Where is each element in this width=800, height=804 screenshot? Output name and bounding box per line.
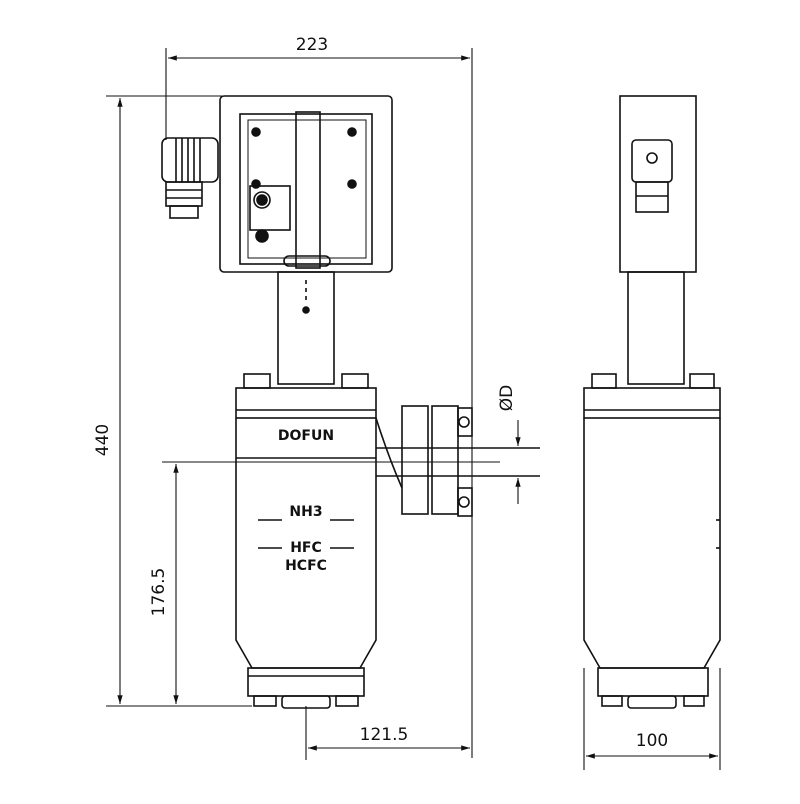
brand-label: DOFUN: [278, 428, 334, 444]
dim-pipe-offset: 121.5: [360, 725, 409, 745]
micro-switch: [249, 185, 291, 231]
switch-box-inner: [239, 113, 373, 265]
bolt: [243, 373, 271, 389]
pipe-flange-left: [401, 405, 429, 515]
dimension-texts: 223 440 176.5 121.5 100 ØD: [93, 35, 668, 751]
cable-gland: [165, 181, 203, 207]
refrigerant-label-hfc: HFC: [290, 540, 322, 556]
body-labels: DOFUN NH3 HFC HCFC: [278, 428, 334, 574]
dim-overall-width: 223: [296, 35, 328, 55]
stem: [277, 271, 335, 385]
dim-side-width: 100: [636, 731, 668, 751]
refrigerant-label-nh3: NH3: [289, 504, 322, 520]
dimension-lines: [106, 48, 721, 770]
side-view: [583, 95, 721, 709]
top-flange: [235, 387, 377, 419]
side-connector: [631, 139, 673, 183]
rod-foot: [283, 255, 331, 267]
side-stem: [627, 271, 685, 385]
side-top-flange: [583, 387, 721, 419]
connector-plug: [161, 137, 219, 183]
front-view: [161, 95, 540, 709]
switch-rod: [295, 111, 321, 269]
dim-centerline-height: 176.5: [149, 568, 169, 617]
switch-plate: [247, 119, 367, 259]
dim-overall-height: 440: [93, 424, 113, 456]
side-pipe-curve: [375, 417, 403, 489]
dim-pipe-diameter: ØD: [497, 385, 517, 411]
refrigerant-label-hcfc: HCFC: [285, 558, 327, 574]
side-body: [583, 418, 721, 669]
side-switch-box: [619, 95, 697, 273]
pipe-flange-right: [431, 405, 459, 515]
bottom-cap: [247, 667, 365, 697]
bolt: [341, 373, 369, 389]
